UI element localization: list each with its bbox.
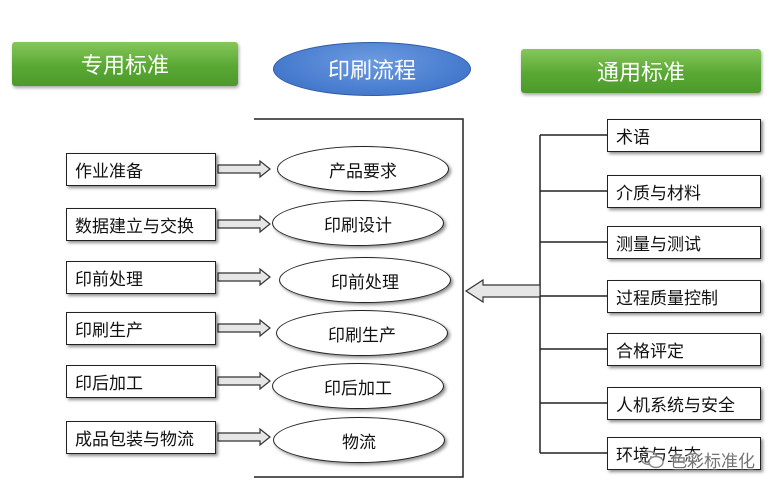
process-step-ellipse: 物流 [273,417,445,463]
general-standards-header: 通用标准 [521,49,761,93]
special-standard-box: 印刷生产 [66,312,216,345]
general-standards-arrow [464,278,541,304]
process-bracket [254,118,464,478]
general-standard-box: 人机系统与安全 [607,387,761,420]
special-standard-box: 数据建立与交换 [66,208,216,241]
print-process-header: 印刷流程 [273,42,471,96]
special-standard-box: 成品包装与物流 [66,421,216,454]
special-standard-box: 作业准备 [66,153,216,186]
step-arrow [217,371,271,391]
general-standard-box: 合格评定 [607,333,761,366]
general-standard-box: 测量与测试 [607,226,761,259]
watermark-text: 色彩标准化 [670,452,755,472]
watermark: 色彩标准化 [640,447,755,472]
step-arrow [217,267,271,287]
general-standard-box: 过程质量控制 [607,280,761,313]
connectors [217,118,607,478]
step-arrow [217,214,271,234]
special-standards-header: 专用标准 [12,42,238,86]
step-arrow [217,318,271,338]
process-step-ellipse: 产品要求 [277,146,449,192]
step-arrow [217,427,271,447]
general-standard-box: 介质与材料 [607,175,761,208]
general-standard-box: 环境与生态 [607,437,761,470]
chat-bubble-icon [640,450,664,468]
step-arrow [217,159,271,179]
process-step-ellipse: 印后加工 [272,363,444,409]
general-standard-box: 术语 [607,119,761,152]
special-standard-box: 印前处理 [66,261,216,294]
process-step-ellipse: 印刷生产 [276,310,448,356]
process-step-ellipse: 印前处理 [279,257,451,303]
special-standard-box: 印后加工 [66,365,216,398]
process-step-ellipse: 印刷设计 [272,200,444,246]
